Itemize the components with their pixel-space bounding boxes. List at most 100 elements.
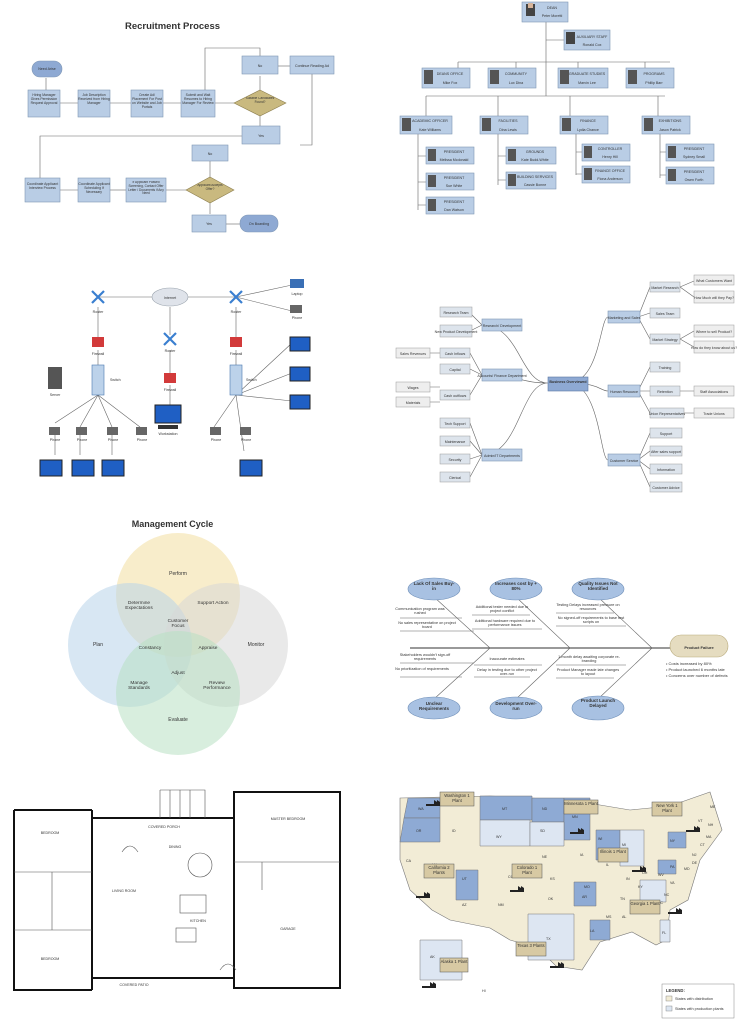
svg-text:Continue Reading Ad: Continue Reading Ad xyxy=(295,64,329,68)
svg-text:PRESIDENT: PRESIDENT xyxy=(684,170,705,174)
recruitment-title: Recruitment Process xyxy=(124,21,221,32)
svg-text:On Boarding: On Boarding xyxy=(249,222,269,226)
svg-text:NE: NE xyxy=(542,855,548,859)
venn-title: Management Cycle xyxy=(131,519,214,529)
svg-text:Adjust: Adjust xyxy=(171,670,185,676)
svg-text:Cassie Bonne: Cassie Bonne xyxy=(524,183,546,187)
svg-text:DE: DE xyxy=(692,861,698,865)
svg-text:AK: AK xyxy=(430,955,435,959)
svg-text:AL: AL xyxy=(622,915,626,919)
svg-text:Perform: Perform xyxy=(169,571,187,577)
map-callouts: Washington 1 Plant Minnesota 1 Plant New… xyxy=(423,791,683,973)
svg-text:ACADEMIC OFFICER: ACADEMIC OFFICER xyxy=(412,119,448,123)
svg-text:No: No xyxy=(208,152,213,156)
svg-text:Market Strategy: Market Strategy xyxy=(652,338,678,342)
svg-text:Laptop: Laptop xyxy=(292,292,303,296)
svg-text:Melissa Mcdonald: Melissa Mcdonald xyxy=(440,158,469,162)
svg-text:Accounts/ Finance Department: Accounts/ Finance Department xyxy=(477,374,526,378)
laptop-icon: Laptop xyxy=(290,279,304,296)
svg-text:How Much will they Pay?: How Much will they Pay? xyxy=(694,296,734,300)
branch-marketing: Marketing and Sales xyxy=(608,310,641,324)
svg-text:SC: SC xyxy=(658,901,663,905)
floorplan-panel: BEDROOM MASTER BEDROOM COVERED PORCH LIV… xyxy=(0,770,370,1024)
decision-accepts: Applicant Accepts Offer? xyxy=(185,176,235,204)
svg-text:PRESIDENT: PRESIDENT xyxy=(444,176,465,180)
svg-text:Phone: Phone xyxy=(241,438,251,442)
venn-circles xyxy=(68,533,288,755)
svg-text:LA: LA xyxy=(590,929,595,933)
svg-text:OR: OR xyxy=(416,829,422,833)
map-legend: LEGEND: States with distribution States … xyxy=(661,983,735,1019)
svg-text:NM: NM xyxy=(498,903,504,907)
svg-text:MASTER BEDROOM: MASTER BEDROOM xyxy=(271,817,306,821)
cause-bottom-1: Unclear Requirements xyxy=(407,696,461,720)
svg-text:AR: AR xyxy=(582,895,587,899)
svg-text:BUILDING SERVICES: BUILDING SERVICES xyxy=(517,175,554,179)
svg-text:Router: Router xyxy=(93,310,105,314)
svg-text:Human Resource: Human Resource xyxy=(610,390,638,394)
svg-text:Peter Moretti: Peter Moretti xyxy=(542,14,563,18)
svg-text:Yes: Yes xyxy=(206,222,212,226)
mindmap-center: Business Overviewed xyxy=(547,376,589,392)
fishbone-effect: Product Failure xyxy=(669,634,729,658)
svg-text:Switch: Switch xyxy=(110,378,121,382)
svg-text:Yes: Yes xyxy=(258,134,264,138)
svg-text:Firewall: Firewall xyxy=(230,352,243,356)
svg-text:Staff Associations: Staff Associations xyxy=(700,390,729,394)
mindmap-leaves-left: Research Team New Product Development Ca… xyxy=(395,306,478,483)
org-node-staff: AUXILIARY STAFF Ronald Cox xyxy=(563,29,611,51)
svg-text:FACILITIES: FACILITIES xyxy=(499,119,519,123)
router-icon: Router xyxy=(229,290,243,314)
svg-text:NJ: NJ xyxy=(692,853,697,857)
node-need-arise: Need Arise xyxy=(31,60,63,78)
svg-text:AZ: AZ xyxy=(462,903,467,907)
svg-text:No: No xyxy=(258,64,263,68)
svg-text:WA: WA xyxy=(418,807,424,811)
svg-text:Owen Forth: Owen Forth xyxy=(685,178,704,182)
svg-text:ID: ID xyxy=(452,829,456,833)
svg-text:New Product Development: New Product Development xyxy=(435,330,478,334)
svg-text:Where to sell Product?: Where to sell Product? xyxy=(696,330,732,334)
svg-text:FINANCE OFFICE: FINANCE OFFICE xyxy=(595,169,626,173)
svg-text:MO: MO xyxy=(584,885,590,889)
svg-text:How do they know about us?: How do they know about us? xyxy=(691,346,737,350)
svg-text:FINANCE: FINANCE xyxy=(580,119,596,123)
svg-text:Support: Support xyxy=(660,432,673,436)
svg-text:KY: KY xyxy=(638,885,643,889)
node-no-2: No xyxy=(191,144,229,162)
svg-text:ME: ME xyxy=(710,805,716,809)
svg-text:Lydia Chance: Lydia Chance xyxy=(577,128,599,132)
venn-circle-evaluate xyxy=(116,631,240,755)
svg-text:MD: MD xyxy=(684,867,690,871)
svg-text:MN: MN xyxy=(572,815,578,819)
cause-bottom-3: Product Launch Delayed xyxy=(571,695,625,721)
svg-text:MS: MS xyxy=(606,915,612,919)
org-node-dean: DEAN Peter Moretti xyxy=(521,1,569,23)
svg-text:Phone: Phone xyxy=(137,438,147,442)
svg-text:Kate Budd-White: Kate Budd-White xyxy=(521,158,548,162)
org-node-finance: FINANCE Lydia Chance xyxy=(559,115,609,135)
svg-text:BEDROOM: BEDROOM xyxy=(41,831,60,835)
branch-research: Research/ Development xyxy=(481,318,523,332)
svg-text:• Product launched 6 months la: • Product launched 6 months late xyxy=(666,667,726,672)
floorplan: BEDROOM MASTER BEDROOM COVERED PORCH LIV… xyxy=(13,789,341,991)
org-chart: DEAN Peter Moretti AUXILIARY STAFF Ronal… xyxy=(399,1,715,215)
svg-text:PA: PA xyxy=(670,865,675,869)
svg-text:After sales support: After sales support xyxy=(651,450,681,454)
svg-text:CONTROLLER: CONTROLLER xyxy=(598,147,623,151)
branch-admin: Admin/IT Departments xyxy=(481,448,523,462)
cause-top-2: Increases cost by + 80% xyxy=(489,577,543,601)
svg-text:VA: VA xyxy=(670,881,675,885)
svg-text:Cash Inflows: Cash Inflows xyxy=(445,352,466,356)
cause-bottom-2: Development Over-run xyxy=(489,696,543,720)
svg-text:Admin/IT Departments: Admin/IT Departments xyxy=(484,454,520,458)
internet-cloud: Internet xyxy=(151,287,189,307)
svg-text:Firewall: Firewall xyxy=(164,388,177,392)
venn-diagram: Perform Plan Monitor Evaluate Determine … xyxy=(68,533,288,755)
